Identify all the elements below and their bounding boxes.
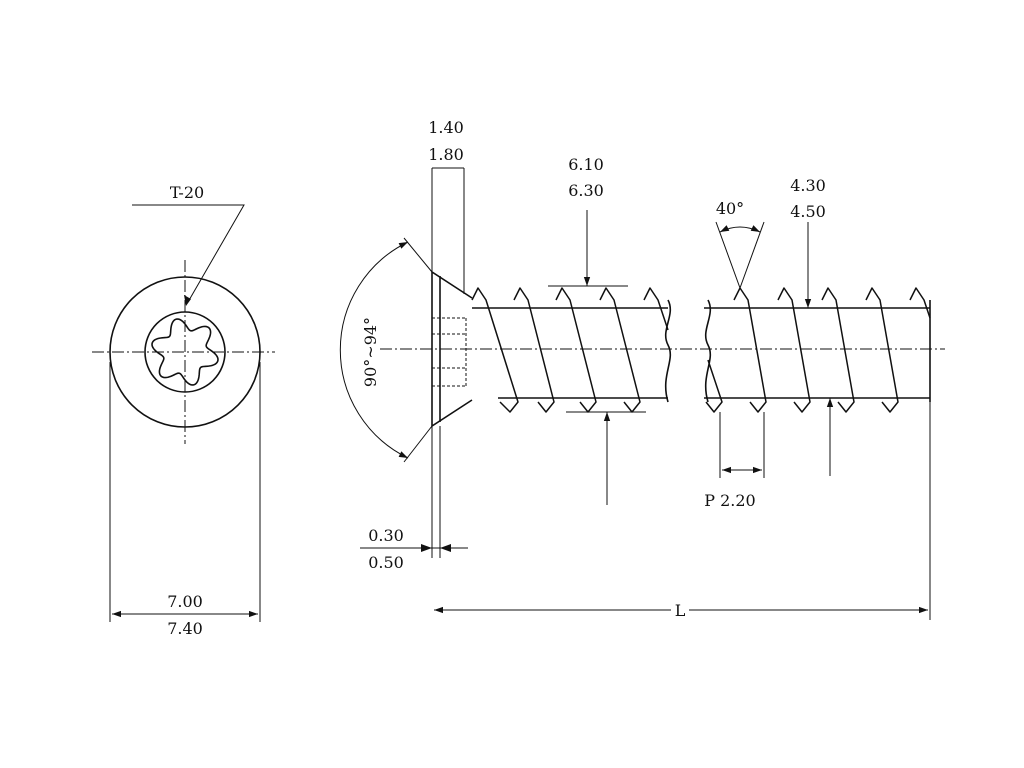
thread-crest xyxy=(471,287,519,413)
thread-angle-line-right xyxy=(739,221,765,289)
thread-crest xyxy=(909,287,931,319)
countersink-angle-arc xyxy=(339,241,409,459)
thread-crest xyxy=(777,287,811,413)
drive-leader-line xyxy=(132,204,245,303)
break-line-right xyxy=(704,299,712,403)
drive-leader-arrow xyxy=(184,295,191,306)
head-edge-arrow-right xyxy=(440,544,451,552)
thread-angle-label: 40° xyxy=(716,199,744,218)
head-end-view: 7.00 7.40 T-20 xyxy=(92,183,275,638)
thread-crest xyxy=(643,287,669,331)
pitch-label: P 2.20 xyxy=(704,491,755,510)
head-diameter-min-label: 7.00 xyxy=(167,592,203,611)
thread-crest xyxy=(599,287,641,413)
countersink-extension-bottom xyxy=(403,425,433,463)
thread-crest xyxy=(555,287,597,413)
thread-crest xyxy=(733,287,767,413)
length-label: L xyxy=(675,601,686,620)
countersink-extension-top xyxy=(403,237,433,273)
head-diameter-max-label: 7.40 xyxy=(167,619,203,638)
head-edge-max-label: 0.50 xyxy=(368,553,404,572)
minor-diameter-min-label: 4.30 xyxy=(790,176,826,195)
thread-segment-right xyxy=(705,287,931,413)
break-line-left xyxy=(664,299,672,403)
countersink-angle-label: 90°~94° xyxy=(361,317,380,387)
thread-crest xyxy=(513,287,555,413)
thread-angle-line-left xyxy=(715,221,741,289)
head-height-min-label: 1.40 xyxy=(428,118,464,137)
drive-label: T-20 xyxy=(170,183,204,202)
major-diameter-max-label: 6.30 xyxy=(568,181,604,200)
major-diameter-min-label: 6.10 xyxy=(568,155,604,174)
thread-crest xyxy=(705,359,723,413)
head-height-max-label: 1.80 xyxy=(428,145,464,164)
thread-crest xyxy=(821,287,855,413)
head-edge-min-label: 0.30 xyxy=(368,526,404,545)
thread-crest xyxy=(865,287,899,413)
minor-diameter-max-label: 4.50 xyxy=(790,202,826,221)
thread-segment-left xyxy=(471,287,669,413)
head-edge-arrow-left xyxy=(421,544,432,552)
length-label-background xyxy=(671,600,689,620)
thread-angle-arc xyxy=(719,225,761,233)
screw-side-view: 90°~94° 1.40 1.80 0.30 0.50 6.10 6.30 4.… xyxy=(339,118,945,620)
